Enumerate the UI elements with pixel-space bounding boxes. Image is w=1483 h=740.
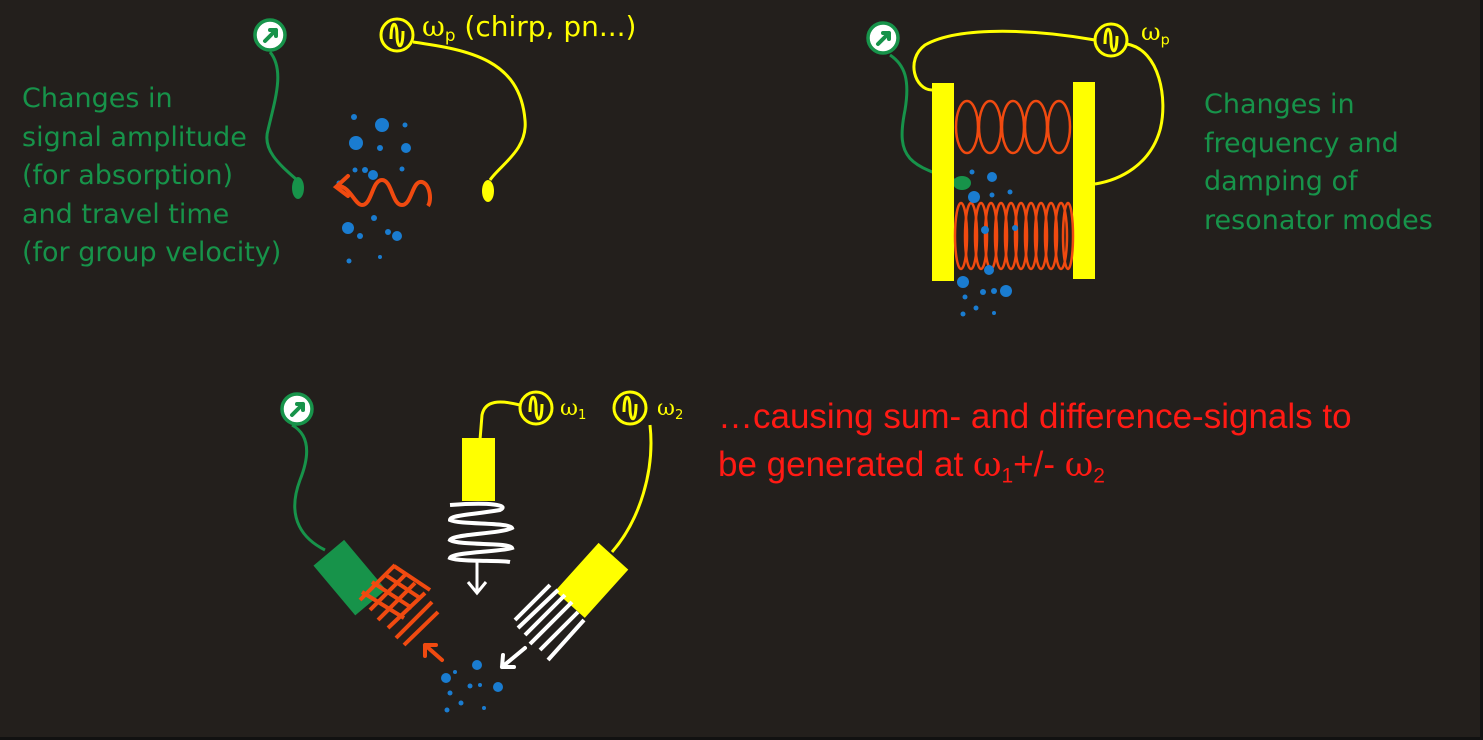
resonator-plate-right	[1073, 82, 1095, 279]
description-line: resonator modes	[1204, 204, 1433, 236]
omega-symbol: ω	[972, 445, 1002, 485]
transmit-coil-1	[447, 501, 515, 564]
source-label-p: ωp (chirp, pn...)	[422, 10, 636, 45]
omega-symbol: ω	[1064, 445, 1094, 485]
subscript: 1	[577, 407, 587, 423]
transmission-description: Changes in signal amplitude (for absorpt…	[22, 80, 281, 273]
transmitter-cable	[412, 40, 527, 181]
resonator-drive-cable-left	[912, 29, 1096, 92]
particle-cloud	[957, 169, 1018, 317]
description-line: frequency and	[1204, 127, 1399, 159]
description-line: (for group velocity)	[22, 237, 282, 268]
description-line: damping of	[1204, 166, 1358, 197]
description-line: Changes in	[22, 83, 173, 114]
transmit-coil-2	[513, 583, 586, 662]
source-label-1: ω1	[560, 396, 586, 423]
caption-line-2: be generated at ω1+/- ω2	[718, 441, 1352, 500]
mixing-panel	[280, 390, 653, 713]
subscript: 2	[674, 407, 684, 423]
subscript: 1	[1001, 464, 1014, 488]
resonator-drive-cable-right	[1094, 42, 1165, 186]
description-line: and travel time	[22, 198, 230, 230]
signal-wave	[337, 177, 432, 208]
caption-operator: +/-	[1013, 445, 1065, 484]
omega-symbol: ω	[422, 10, 445, 43]
resonator-probe	[953, 176, 971, 190]
description-line: (for absorption)	[22, 160, 234, 191]
mixing-caption: …causing sum- and difference-signals to …	[718, 393, 1352, 500]
resonator-mode-low	[954, 99, 1072, 155]
meter-dial-icon	[280, 392, 314, 426]
sine-source-icon	[1093, 22, 1129, 58]
resonator-plate-left	[932, 83, 954, 281]
sine-source-icon	[379, 17, 415, 53]
caption-prefix: be generated at	[718, 445, 973, 484]
resonator-mode-high	[953, 201, 1075, 271]
omega-symbol: ω	[560, 396, 578, 421]
resonator-probe-cable	[889, 53, 961, 184]
wave-arrowhead	[332, 174, 350, 198]
description-line: Changes in	[1204, 89, 1355, 120]
receive-arrow	[423, 643, 444, 662]
source-note: (chirp, pn...)	[464, 10, 637, 43]
transmit-arrow-1	[466, 562, 488, 596]
transmitter-antenna	[482, 180, 494, 202]
particle-cloud	[441, 660, 503, 713]
receiver-cable	[291, 423, 326, 552]
source-label-2: ω2	[657, 396, 683, 423]
meter-dial-icon	[253, 18, 287, 52]
sine-source-icon	[612, 390, 648, 426]
description-line: signal amplitude	[22, 121, 247, 153]
subscript: 2	[1093, 464, 1105, 488]
receive-coil	[358, 563, 440, 647]
meter-dial-icon	[866, 21, 900, 55]
omega-symbol: ω	[657, 396, 675, 421]
caption-line-1: …causing sum- and difference-signals to	[718, 397, 1352, 436]
source2-cable	[610, 424, 653, 553]
resonator-panel	[866, 21, 1165, 317]
source1-cable	[478, 400, 521, 441]
sine-source-icon	[518, 390, 554, 426]
transmit-arrow-2	[500, 646, 527, 669]
source-label-p: ωp	[1141, 18, 1170, 48]
omega-symbol: ω	[1141, 18, 1161, 46]
transmitter2-probe	[555, 542, 629, 618]
particle-cloud	[336, 114, 411, 264]
resonator-description: Changes in frequency and damping of reso…	[1204, 86, 1433, 240]
transmitter1-probe	[462, 438, 495, 501]
subscript: p	[1160, 32, 1170, 49]
receiver-antenna	[292, 177, 304, 199]
receiver-cable	[265, 51, 298, 182]
transmission-panel	[253, 17, 527, 264]
subscript: p	[444, 25, 456, 46]
